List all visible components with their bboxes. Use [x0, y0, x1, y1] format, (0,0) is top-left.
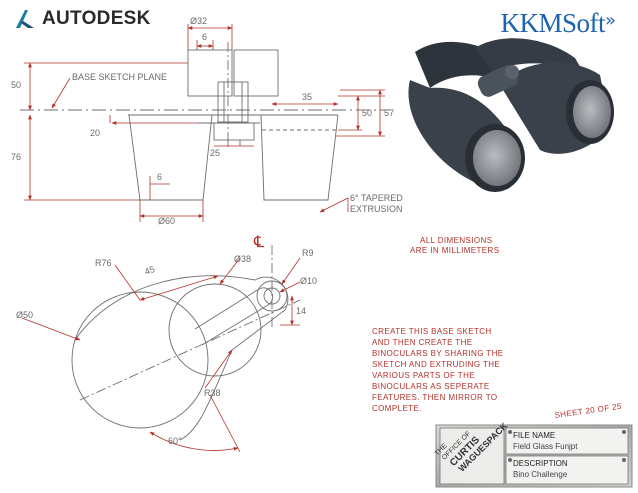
dim-d32: Ø32 [190, 16, 207, 26]
dim-d60: Ø60 [158, 216, 175, 226]
file-name-value: Field Glass Funjpt [513, 442, 578, 451]
instructions-line-2: AND THEN CREATE THE [372, 338, 473, 347]
instructions-line-7: FEATURES. THEN MIRROR TO [372, 393, 497, 402]
double-arrow-icon: » [604, 10, 616, 31]
binoculars-3d [408, 38, 614, 192]
dim-d50: Ø50 [16, 310, 33, 320]
dim-45: 45 [143, 264, 156, 277]
large-circle [71, 291, 209, 429]
label-centerline: ℄ [253, 234, 265, 251]
dim-d38: Ø38 [234, 254, 251, 264]
kkmsoft-logo: KKMSoft » [500, 8, 616, 39]
boss-left [187, 49, 233, 97]
front-view [20, 42, 390, 201]
file-name-label: FILE NAME [513, 431, 555, 440]
label-taper-2: EXTRUSION [350, 204, 403, 214]
dim-50-right: 50 [362, 108, 372, 118]
dim-r76: R76 [95, 258, 112, 268]
dim-14: 14 [296, 306, 306, 316]
dim-20: 20 [90, 128, 100, 138]
dim-60-angle: 60° [168, 436, 182, 446]
instructions-line-3: BINOCULARS BY SHARING THE [372, 349, 504, 358]
dim-d10: Ø10 [300, 276, 317, 286]
mid-circle [168, 283, 262, 377]
autodesk-logo: AUTODESK [14, 8, 151, 30]
kkmsoft-wordmark: KKMSoft [500, 8, 605, 38]
dim-r9: R9 [302, 248, 314, 258]
sheet-number: SHEET 20 OF 25 [554, 402, 622, 420]
instructions-line-4: SKETCH AND EXTRUDING THE [372, 360, 500, 369]
label-taper-1: 6° TAPERED [350, 193, 403, 203]
title-block: THE OFFICE OF CURTIS WAGUESPACK FILE NAM… [434, 420, 633, 488]
autodesk-a-icon [16, 10, 34, 28]
instructions-line-5: VARIOUS PARTS OF THE [372, 371, 475, 380]
dim-6-bottom: 6 [157, 172, 162, 182]
plan-view-dimensions [21, 257, 301, 453]
front-view-dimensions [24, 24, 385, 222]
instructions-line-8: COMPLETE. [372, 404, 422, 413]
dim-57: 57 [384, 108, 394, 118]
dim-25: 25 [210, 148, 220, 158]
instructions-line-6: BINOCULARS AS SEPERATE [372, 382, 490, 391]
label-base-sketch-plane: BASE SKETCH PLANE [72, 72, 167, 82]
dim-6-top: 6 [202, 32, 207, 42]
plan-view [71, 245, 301, 441]
note-dims-2: ARE IN MILLIMETERS [410, 246, 499, 255]
autodesk-wordmark: AUTODESK [42, 8, 151, 29]
instructions-line-1: CREATE THIS BASE SKETCH [372, 327, 492, 336]
dim-r38: R38 [204, 388, 221, 398]
dim-76: 76 [11, 152, 21, 162]
dim-35: 35 [302, 92, 312, 102]
dim-50-left: 50 [11, 80, 21, 90]
description-value: Bino Challenge [513, 470, 568, 479]
description-label: DESCRIPTION [513, 459, 568, 468]
boss-right [233, 49, 279, 97]
note-dims-1: ALL DIMENSIONS [420, 236, 492, 245]
hinge-block [217, 81, 249, 123]
